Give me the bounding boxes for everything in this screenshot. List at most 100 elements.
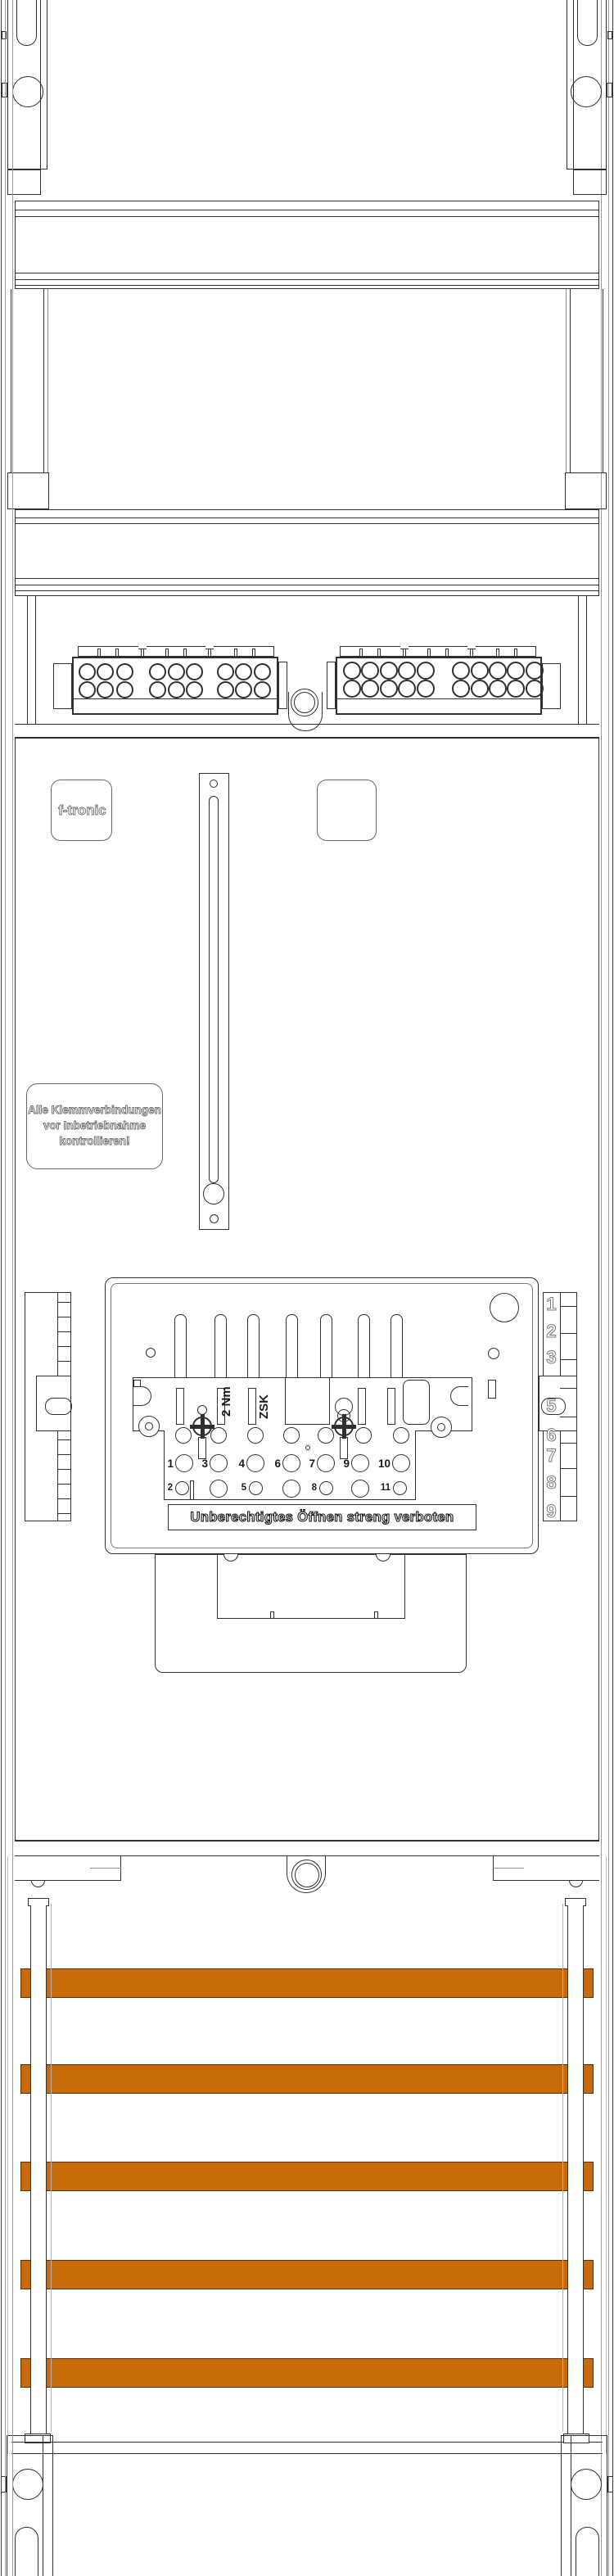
blank-plate [317, 780, 377, 841]
channel-line [586, 596, 587, 724]
terminal-hole [526, 662, 544, 680]
terminal-number: 10 [377, 1457, 391, 1470]
brand-logo-text: f-tronic [58, 802, 106, 819]
device-small-hole-right [488, 1348, 499, 1359]
corner-bracket-edge [15, 1856, 121, 1881]
terminal-hole [380, 662, 398, 680]
terminal-circle [393, 1427, 409, 1444]
tab-tick [270, 1611, 274, 1619]
device-fin [391, 1314, 403, 1378]
device-fin [320, 1314, 332, 1378]
bracket-hole [12, 76, 43, 107]
terminal-hole [417, 680, 435, 698]
side-wall-line [606, 1856, 607, 2454]
terminal-hole [185, 662, 203, 680]
block-endcap [53, 663, 72, 709]
side-rail-mid [560, 289, 614, 510]
busbar-rail-foot [25, 2434, 51, 2443]
terminal-circle [392, 1481, 407, 1495]
side-wall-line [7, 1856, 8, 2454]
rail-clip-left-slot [45, 1398, 72, 1415]
terminal-screw-left [192, 1417, 212, 1436]
terminal-circle [318, 1427, 334, 1444]
tab-tick [374, 1611, 378, 1619]
terminal-circle [247, 1427, 264, 1444]
bracket-hole [12, 2469, 43, 2500]
terminal-circle [246, 1454, 264, 1472]
terminal-number: 5 [241, 1483, 246, 1493]
comb-slot [115, 649, 119, 657]
ruler-tick [560, 1333, 577, 1334]
ruler-tick [560, 1306, 577, 1307]
plate-notch-right [450, 1386, 468, 1406]
busbar [20, 1968, 594, 1998]
corner-bracket-bump [31, 1880, 45, 1887]
terminal-circle [282, 1454, 300, 1472]
busbar [20, 2260, 594, 2289]
side-wall-line [1, 0, 2, 2576]
terminal-hole [452, 662, 470, 680]
ruler-scale-number: 9 [546, 1501, 557, 1522]
plate-slot [358, 1388, 366, 1425]
strip-slot-bulge [203, 1183, 224, 1204]
terminal-hole [526, 680, 544, 698]
warning-label: Alle Klemmverbindungen vor Inbetriebnahm… [26, 1083, 163, 1169]
bracket-u-notch [15, 2527, 38, 2576]
comb-notch [400, 646, 409, 649]
warning-line-2: vor Inbetriebnahme [43, 1119, 147, 1132]
bracket-side-tab [2, 83, 7, 97]
terminal-circle [351, 1480, 369, 1498]
terminal-circle [175, 1454, 193, 1472]
cover-panel [15, 738, 599, 1841]
terminal-hole [96, 662, 114, 680]
terminal-hole [78, 680, 96, 698]
terminal-circle [210, 1480, 228, 1498]
terminal-hole [343, 680, 361, 698]
plate-slot [387, 1388, 395, 1425]
bracket-hole [571, 2469, 602, 2500]
ruler-scale-number: 1 [546, 1294, 557, 1315]
sealing-strip [199, 773, 229, 1230]
terminal-hole [96, 680, 114, 698]
terminal-comb-left [78, 646, 274, 657]
terminal-hole [216, 662, 234, 680]
corner-bracket-step [90, 1868, 121, 1869]
comb-slot [470, 649, 473, 657]
device-fin [286, 1314, 298, 1378]
bottom-bracket [560, 2435, 614, 2576]
side-channel [21, 596, 41, 724]
ruler-tick [57, 1439, 71, 1440]
device-fin [358, 1314, 370, 1378]
comb-notch [467, 646, 476, 649]
terminal-number: 2 [167, 1483, 173, 1493]
plate-right-cutout [403, 1380, 430, 1425]
terminal-hole [507, 680, 525, 698]
side-rail-mid [0, 289, 54, 510]
terminal-hole [148, 680, 166, 698]
device-housing-inner [111, 1283, 533, 1548]
terminal-comb-right [340, 646, 536, 657]
comb-slot [208, 649, 211, 657]
terminal-circle [210, 1454, 228, 1472]
device-housing [105, 1277, 539, 1554]
bracket-u-notch [576, 2527, 599, 2576]
device-fin [247, 1314, 260, 1378]
ruler-tick [560, 1388, 577, 1389]
comb-notch [138, 646, 147, 649]
terminal-hole [471, 662, 489, 680]
rail-shadow-line [51, 1904, 52, 2432]
terminal-circle [355, 1427, 372, 1444]
logo-plate: f-tronic [51, 780, 112, 841]
terminal-number: 11 [380, 1483, 391, 1493]
ruler-tick [57, 1346, 71, 1347]
din-rail-top [15, 201, 599, 289]
bracket-side-tab [607, 83, 612, 97]
rail-clip-right-slot [541, 1398, 566, 1415]
terminal-hole [489, 680, 507, 698]
terminal-number: 3 [201, 1457, 208, 1470]
terminal-circle [248, 1481, 263, 1495]
terminal-block-left [72, 657, 278, 715]
terminal-hole [361, 680, 379, 698]
plate-ear-right-hole [437, 1423, 445, 1431]
corner-bracket [493, 1856, 599, 1891]
